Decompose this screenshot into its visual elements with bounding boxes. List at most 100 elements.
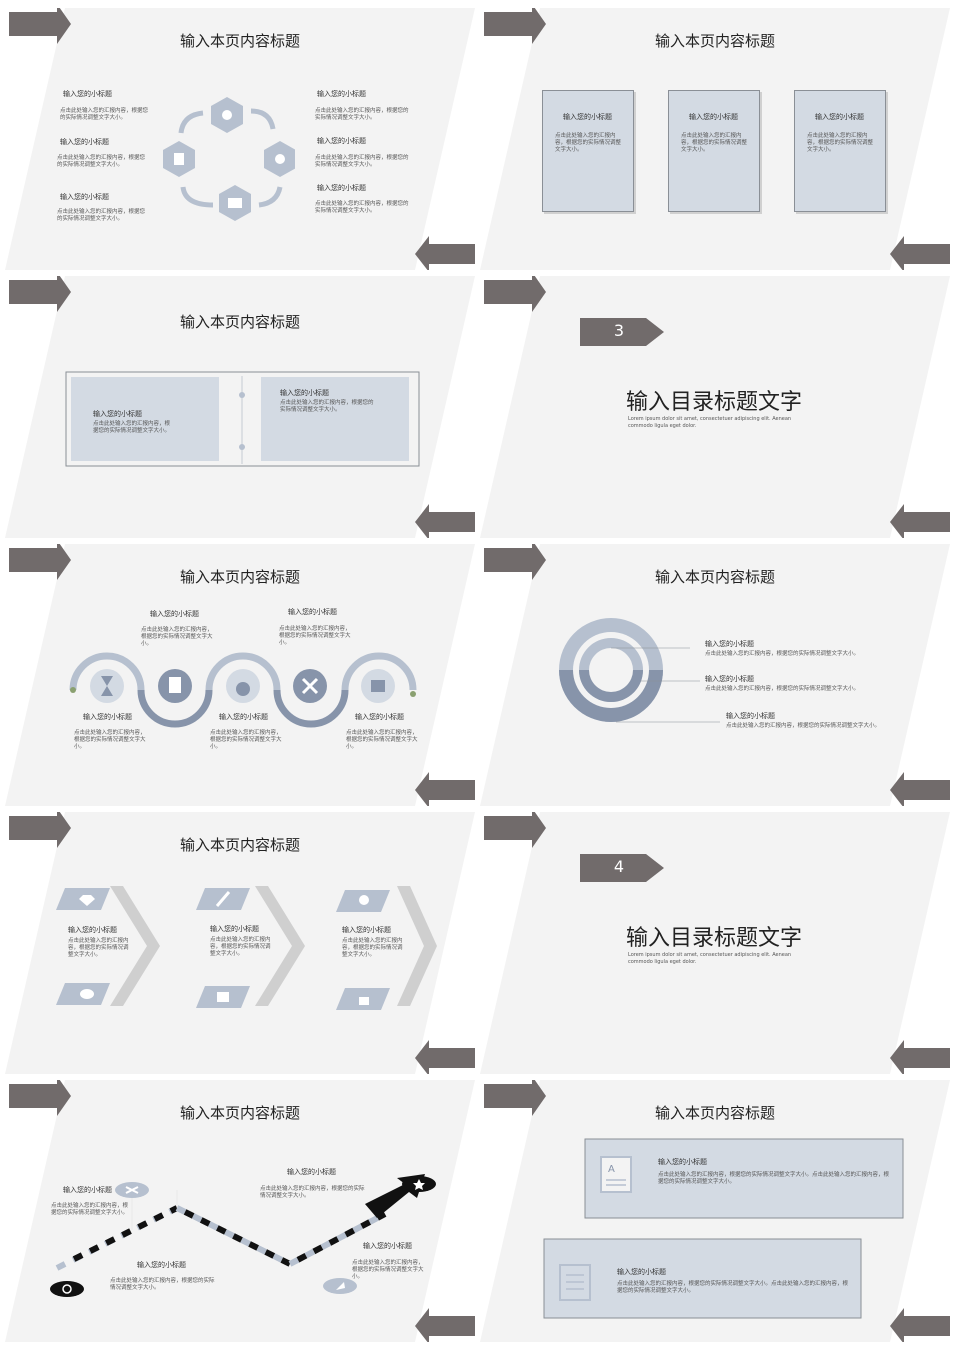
banner-1 — [584, 1138, 904, 1219]
page-title: 输入本页内容标题 — [179, 568, 300, 586]
refresh-icon — [50, 1281, 84, 1297]
slide-section-3: 3 输入目录标题文字 Lorem ipsum dolor sit amet, c… — [480, 276, 950, 538]
body-2: 点击此处输入您的汇报内容，根据您的实际情况调整文字大小。 — [279, 626, 351, 646]
body-2: 点击此处输入您的汇报内容，根据您的实际情况调整文字大小。点击此处输入您的汇报内容… — [617, 1281, 849, 1294]
body-1: 点击此处输入您的汇报内容，根据您的实际情况调整文字大小。 — [705, 651, 860, 657]
body-1: 点击此处输入您的汇报内容，根据您的实际情况调整文字大小。 — [60, 108, 149, 121]
section-number: 4 — [613, 857, 625, 876]
subtitle-3: 输入您的小标题 — [342, 926, 391, 934]
page-title: 输入本页内容标题 — [179, 313, 300, 331]
slide-two-panels: 输入本页内容标题 输入您的小标题 点击此处输入您的汇报内容，根据您的实际情况调整… — [5, 276, 475, 538]
card-2: 输入您的小标题 点击此处输入您的汇报内容，根据您的实际情况调整文字大小。 — [668, 90, 760, 212]
left-subtitle: 输入您的小标题 — [93, 410, 142, 418]
zigzag-path — [55, 1205, 387, 1271]
body-2: 点击此处输入您的汇报内容，根据您的实际情况调整文字大小。 — [57, 155, 146, 168]
hourglass-icon — [90, 669, 124, 703]
slide-background — [480, 544, 950, 806]
subtitle-4: 输入您的小标题 — [363, 1242, 412, 1250]
body-3: 点击此处输入您的汇报内容，根据您的实际情况调整文字大小。 — [342, 938, 403, 958]
subtitle-5: 输入您的小标题 — [317, 137, 366, 145]
body-1: 点击此处输入您的汇报内容，根据您的实际情况调整文字大小。点击此处输入您的汇报内容… — [658, 1172, 890, 1185]
slide-banners: A 输入本页内容标题 输入您的小标题 点击此处输入您的汇报内容，根据您的实际情况… — [480, 1080, 950, 1342]
subtitle-2: 输入您的小标题 — [288, 608, 337, 616]
section-heading: 输入目录标题文字 — [626, 926, 803, 951]
svg-text:A: A — [608, 1164, 615, 1175]
body-5: 点击此处输入您的汇报内容，根据您的实际情况调整文字大小。 — [315, 155, 409, 168]
body-6: 点击此处输入您的汇报内容，根据您的实际情况调整文字大小。 — [315, 201, 409, 214]
body-3: 点击此处输入您的汇报内容，根据您的实际情况调整文字大小。 — [74, 730, 146, 750]
cycle-diagram — [163, 97, 295, 221]
slide-zigzag: 输入本页内容标题 输入您的小标题 点击此处输入您的汇报内容，根据您的实际情况调整… — [5, 1080, 475, 1342]
slide-background — [480, 276, 950, 538]
body-1: 点击此处输入您的汇报内容，根据您的实际情况调整文字大小。 — [51, 1203, 129, 1216]
subtitle-1: 输入您的小标题 — [63, 90, 112, 98]
subtitle-3: 输入您的小标题 — [137, 1261, 186, 1269]
body-3: 点击此处输入您的汇报内容，根据您的实际情况调整文字大小。 — [110, 1278, 215, 1291]
body-2: 点击此处输入您的汇报内容，根据您的实际情况调整文字大小。 — [210, 937, 271, 957]
subtitle-6: 输入您的小标题 — [317, 184, 366, 192]
body-2: 点击此处输入您的汇报内容，根据您的实际情况调整文字大小。 — [705, 686, 860, 692]
card-subtitle: 输入您的小标题 — [689, 113, 738, 121]
card-1: 输入您的小标题 点击此处输入您的汇报内容，根据您的实际情况调整文字大小。 — [542, 90, 634, 212]
slide-section-4: 4 输入目录标题文字 Lorem ipsum dolor sit amet, c… — [480, 812, 950, 1074]
subtitle-1: 输入您的小标题 — [705, 640, 754, 648]
subtitle-3: 输入您的小标题 — [60, 193, 109, 201]
page-title: 输入本页内容标题 — [179, 836, 300, 854]
subtitle-4: 输入您的小标题 — [219, 713, 268, 721]
subtitle-1: 输入您的小标题 — [63, 1186, 112, 1194]
page-title: 输入本页内容标题 — [654, 32, 775, 50]
right-body: 点击此处输入您的汇报内容，根据您的实际情况调整文字大小。 — [280, 400, 374, 413]
subtitle-1: 输入您的小标题 — [658, 1158, 707, 1166]
slide-chevrons: 输入本页内容标题 输入您的小标题 点击此处输入您的汇报内容，根据您的实际情况调整… — [5, 812, 475, 1074]
slide-background — [5, 8, 475, 270]
slide-wave-process: 输入本页内容标题 输入您的小标题 点击此处输入您的汇报内容，根据您的实际情况调整… — [5, 544, 475, 806]
page-title: 输入本页内容标题 — [654, 568, 775, 586]
slide-background — [5, 1080, 475, 1342]
card-subtitle: 输入您的小标题 — [815, 113, 864, 121]
body-2: 点击此处输入您的汇报内容，根据您的实际情况调整文字大小。 — [260, 1186, 365, 1199]
subtitle-2: 输入您的小标题 — [287, 1168, 336, 1176]
section-heading: 输入目录标题文字 — [626, 390, 803, 415]
slide-cards: 输入本页内容标题 输入您的小标题 点击此处输入您的汇报内容，根据您的实际情况调整… — [480, 8, 950, 270]
section-number-tag — [580, 854, 664, 882]
subtitle-2: 输入您的小标题 — [617, 1268, 666, 1276]
section-lorem: Lorem ipsum dolor sit amet, consectetuer… — [628, 416, 792, 429]
body-1: 点击此处输入您的汇报内容，根据您的实际情况调整文字大小。 — [141, 627, 213, 647]
subtitle-2: 输入您的小标题 — [210, 925, 259, 933]
page-title: 输入本页内容标题 — [654, 1104, 775, 1122]
slide-background — [5, 544, 475, 806]
slide-rings: 输入本页内容标题 输入您的小标题 点击此处输入您的汇报内容，根据您的实际情况调整… — [480, 544, 950, 806]
body-4: 点击此处输入您的汇报内容，根据您的实际情况调整文字大小。 — [315, 108, 409, 121]
section-number: 3 — [613, 321, 625, 340]
body-4: 点击此处输入您的汇报内容，根据您的实际情况调整文字大小。 — [352, 1260, 424, 1280]
card-body: 点击此处输入您的汇报内容，根据您的实际情况调整文字大小。 — [807, 133, 874, 153]
card-3: 输入您的小标题 点击此处输入您的汇报内容，根据您的实际情况调整文字大小。 — [794, 90, 886, 212]
card-body: 点击此处输入您的汇报内容，根据您的实际情况调整文字大小。 — [681, 133, 748, 153]
subtitle-2: 输入您的小标题 — [60, 138, 109, 146]
slide-background — [5, 276, 475, 538]
subtitle-4: 输入您的小标题 — [317, 90, 366, 98]
body-4: 点击此处输入您的汇报内容，根据您的实际情况调整文字大小。 — [210, 730, 282, 750]
section-number-tag — [580, 318, 664, 346]
section-lorem: Lorem ipsum dolor sit amet, consectetuer… — [628, 952, 792, 965]
subtitle-1: 输入您的小标题 — [68, 926, 117, 934]
slide-background — [5, 812, 475, 1074]
subtitle-3: 输入您的小标题 — [83, 713, 132, 721]
card-body: 点击此处输入您的汇报内容，根据您的实际情况调整文字大小。 — [555, 133, 622, 153]
inner-ring — [589, 648, 633, 692]
subtitle-5: 输入您的小标题 — [355, 713, 404, 721]
body-5: 点击此处输入您的汇报内容，根据您的实际情况调整文字大小。 — [346, 730, 418, 750]
page-title: 输入本页内容标题 — [179, 32, 300, 50]
subtitle-3: 输入您的小标题 — [726, 712, 775, 720]
slide-background — [480, 812, 950, 1074]
body-3: 点击此处输入您的汇报内容，根据您的实际情况调整文字大小。 — [726, 723, 881, 729]
card-subtitle: 输入您的小标题 — [563, 113, 612, 121]
banner-2 — [543, 1238, 862, 1319]
slide-background: A — [480, 1080, 950, 1342]
body-3: 点击此处输入您的汇报内容，根据您的实际情况调整文字大小。 — [57, 209, 146, 222]
right-subtitle: 输入您的小标题 — [280, 389, 329, 397]
slide-cycle: 输入本页内容标题 输入您的小标题 点击此处输入您的汇报内容，根据您的实际情况调整… — [5, 8, 475, 270]
text-document-icon — [600, 1156, 632, 1193]
subtitle-1: 输入您的小标题 — [150, 610, 199, 618]
body-1: 点击此处输入您的汇报内容，根据您的实际情况调整文字大小。 — [68, 938, 129, 958]
